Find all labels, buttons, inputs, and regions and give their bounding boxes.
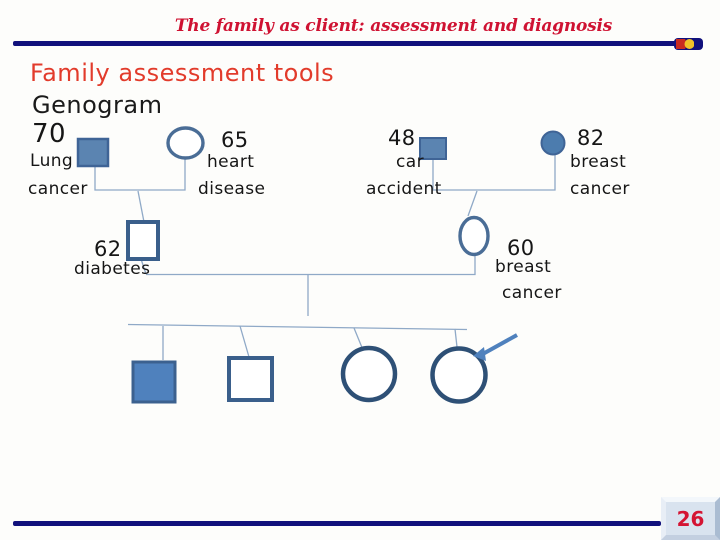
- gen1-paternal-grandfather-cond2: cancer: [28, 179, 88, 199]
- gen1-paternal-grandmother-circle: [166, 126, 205, 160]
- gen1-paternal-grandmother-cond2: disease: [198, 179, 266, 199]
- gen3-child1-square: [131, 360, 177, 404]
- gen1-maternal-grandfather-cond1: car: [396, 152, 424, 172]
- gen1-maternal-grandmother-age: 82: [577, 126, 605, 150]
- gen2-mother-circle: [458, 215, 490, 257]
- annotation-pointer-line: [480, 333, 518, 357]
- pen-decoration-icon: [674, 38, 703, 50]
- gen1-left-marriage-line: [94, 159, 186, 191]
- gen1-paternal-grandfather-cond1: Lung: [30, 151, 74, 171]
- gen2-mother-age: 60: [507, 236, 535, 260]
- page-subheading: Genogram: [32, 91, 163, 119]
- gen3-hanger-2: [239, 325, 250, 358]
- gen2-father-cond1: diabetes: [74, 259, 151, 279]
- annotation-pointer-head: [473, 347, 486, 361]
- top-rule: [13, 41, 676, 46]
- slide-title: The family as client: assessment and dia…: [174, 16, 613, 36]
- genogram-connector-lines: [94, 155, 556, 360]
- gen1-maternal-grandmother-cond2: cancer: [570, 179, 630, 199]
- bottom-rule: [13, 521, 661, 526]
- gen2-mother-cond1: breast: [495, 257, 552, 277]
- gen1-left-child-drop-line: [137, 190, 145, 223]
- gen1-paternal-grandfather-square: [76, 137, 110, 168]
- gen1-maternal-grandfather-age: 48: [388, 126, 416, 150]
- gen1-right-child-drop-line: [467, 190, 478, 217]
- gen2-father-age: 62: [94, 237, 122, 261]
- gen2-marriage-line: [146, 256, 476, 276]
- gen1-maternal-grandmother-circle: [540, 130, 566, 156]
- page-number-chip: 26: [661, 497, 720, 540]
- gen1-paternal-grandfather-age: 70: [32, 119, 66, 149]
- gen3-sibling-line: [127, 323, 468, 331]
- gen3-hanger-3: [353, 327, 364, 351]
- gen2-mother-cond2: cancer: [502, 283, 562, 303]
- gen1-maternal-grandmother-cond1: breast: [570, 152, 627, 172]
- gen2-father-square: [126, 220, 160, 261]
- page-heading: Family assessment tools: [30, 59, 335, 87]
- gen2-father-connector: [140, 258, 147, 275]
- gen3-child3-circle: [340, 345, 398, 403]
- page-number: 26: [676, 506, 705, 531]
- gen3-child2-square: [227, 356, 274, 402]
- gen1-right-marriage-line: [432, 155, 556, 191]
- gen3-hanger-4: [454, 328, 458, 348]
- gen1-maternal-grandfather-square: [419, 137, 447, 160]
- gen1-paternal-grandmother-cond1: heart: [207, 152, 255, 172]
- gen1-maternal-grandfather-cond2: accident: [366, 179, 442, 199]
- gen1-paternal-grandmother-age: 65: [221, 128, 249, 152]
- gen3-child4-circle: [430, 346, 488, 404]
